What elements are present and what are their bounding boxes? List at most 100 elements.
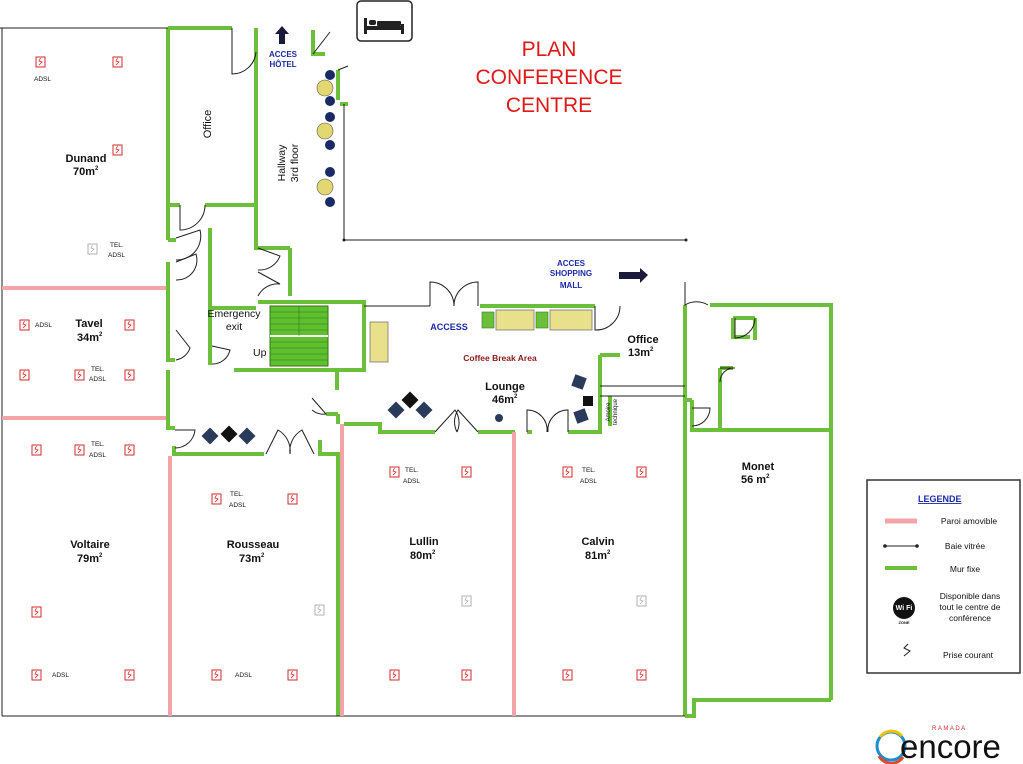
svg-text:80m2: 80m2: [410, 550, 436, 562]
power-socket-icon: [287, 669, 298, 681]
tel-label: TEL.: [91, 366, 105, 373]
legend-wifi-line-3: conférence: [949, 613, 991, 623]
room-name: Office: [627, 334, 658, 346]
power-socket-icon: [389, 669, 400, 681]
adsl-label: ADSL: [35, 322, 52, 329]
room-name: Voltaire: [70, 539, 110, 551]
emergency-exit-label-1: Emergency: [207, 308, 261, 320]
power-socket-icon: [74, 369, 85, 381]
power-socket-icon: [31, 606, 42, 618]
hallway-decor: [316, 70, 335, 207]
power-socket-icon: [636, 466, 647, 478]
legend-paroi-label: Paroi amovible: [941, 516, 997, 526]
wifi-icon-text: Wi Fi: [896, 605, 913, 612]
power-socket-icon: [314, 604, 325, 616]
adsl-label: ADSL: [52, 672, 69, 679]
power-socket-icon: [636, 669, 647, 681]
power-socket-icon: [124, 669, 135, 681]
legend-mur-label: Mur fixe: [950, 564, 981, 574]
power-socket-icon: [211, 493, 222, 505]
power-socket-icon: [636, 595, 647, 607]
wifi-icon-zone: ZONE: [898, 620, 909, 625]
wifi-zone-icon: Wi Fi ZONE: [893, 597, 915, 625]
power-socket-icon: [461, 669, 472, 681]
movable-walls: [2, 286, 516, 716]
logo-encore: encore: [900, 728, 1001, 764]
adsl-label: ADSL: [229, 502, 246, 509]
room-name: Rousseau: [227, 539, 280, 551]
legend-prise-label: Prise courant: [943, 650, 994, 660]
room-name: Monet: [742, 461, 775, 473]
acces-mall-line-3: MALL: [560, 281, 582, 290]
tel-label: TEL.: [230, 491, 244, 498]
power-socket-icon: [35, 56, 46, 68]
power-socket-icon: [74, 444, 85, 456]
room-voltaire[interactable]: Voltaire 79m2: [70, 539, 110, 565]
power-socket-icon: [19, 369, 30, 381]
emergency-exit-label-2: exit: [226, 321, 242, 333]
svg-text:13m2: 13m2: [628, 347, 654, 359]
hotel-bed-icon: [356, 0, 413, 42]
tel-label: TEL.: [110, 242, 124, 249]
room-rousseau[interactable]: Rousseau 73m2: [227, 539, 280, 565]
doors: [174, 28, 756, 455]
arrow-right-icon: [619, 268, 648, 283]
room-monet[interactable]: Monet 56 m2: [741, 461, 775, 486]
acces-hotel-line-2: HÔTEL: [269, 60, 296, 69]
legend: LEGENDE Paroi amovible Baie vitrée Mur f…: [866, 479, 1021, 674]
armoire-label-2: technique: [613, 398, 619, 425]
svg-text:34m2: 34m2: [77, 332, 103, 344]
svg-text:70m2: 70m2: [73, 166, 99, 178]
power-socket-icon: [124, 319, 135, 331]
room-office-right[interactable]: Office 13m2: [627, 334, 658, 359]
power-socket-icon: [287, 493, 298, 505]
svg-text:56 m2: 56 m2: [741, 474, 770, 486]
access-label: ACCESS: [430, 322, 468, 332]
power-socket-icon: [31, 669, 42, 681]
power-socket-icon: [562, 466, 573, 478]
ramada-encore-logo: RAMADA encore: [875, 726, 1001, 764]
power-socket-icon: [112, 56, 123, 68]
room-tavel[interactable]: Tavel 34m2: [75, 318, 103, 344]
title-line-3: CENTRE: [506, 94, 592, 117]
svg-text:46m2: 46m2: [492, 394, 518, 406]
lobby-furniture: [201, 425, 256, 445]
svg-text:73m2: 73m2: [239, 553, 265, 565]
adsl-label: ADSL: [89, 376, 106, 383]
power-socket-icon: [461, 595, 472, 607]
legend-baie-label: Baie vitrée: [945, 541, 985, 551]
power-socket-icon: [389, 466, 400, 478]
power-socket-icon: [211, 669, 222, 681]
power-socket-icon: [19, 319, 30, 331]
acces-mall-line-1: ACCES: [557, 259, 586, 268]
arrow-up-icon: [275, 26, 289, 44]
tel-label: TEL.: [582, 467, 596, 474]
power-socket-icon: [124, 369, 135, 381]
power-socket-icon: [112, 144, 123, 156]
svg-text:79m2: 79m2: [77, 553, 103, 565]
legend-wifi-line-1: Disponible dans: [940, 591, 1000, 601]
room-name: Lullin: [409, 536, 439, 548]
room-lullin[interactable]: Lullin 80m2: [409, 536, 439, 562]
tel-label: TEL.: [405, 467, 419, 474]
office-left-label: Office: [202, 110, 214, 139]
hallway-label-2: 3rd floor: [289, 143, 301, 182]
room-name: Calvin: [581, 536, 614, 548]
fixed-walls: [166, 26, 833, 718]
adsl-label: ADSL: [34, 76, 51, 83]
legend-title: LEGENDE: [918, 494, 962, 504]
room-dunand[interactable]: Dunand 70m2: [66, 153, 107, 178]
power-socket-icon: [562, 669, 573, 681]
power-socket-icon: [124, 444, 135, 456]
power-socket-icon: [87, 243, 98, 255]
svg-text:81m2: 81m2: [585, 550, 611, 562]
room-lounge[interactable]: Lounge 46m2: [485, 381, 525, 406]
armoire-label-1: Amoire: [606, 402, 612, 422]
adsl-label: ADSL: [403, 478, 420, 485]
room-calvin[interactable]: Calvin 81m2: [581, 536, 614, 562]
room-name: Tavel: [75, 318, 102, 330]
acces-mall-line-2: SHOPPING: [550, 269, 592, 278]
legend-socket-icon: [903, 643, 911, 657]
adsl-label: ADSL: [580, 478, 597, 485]
